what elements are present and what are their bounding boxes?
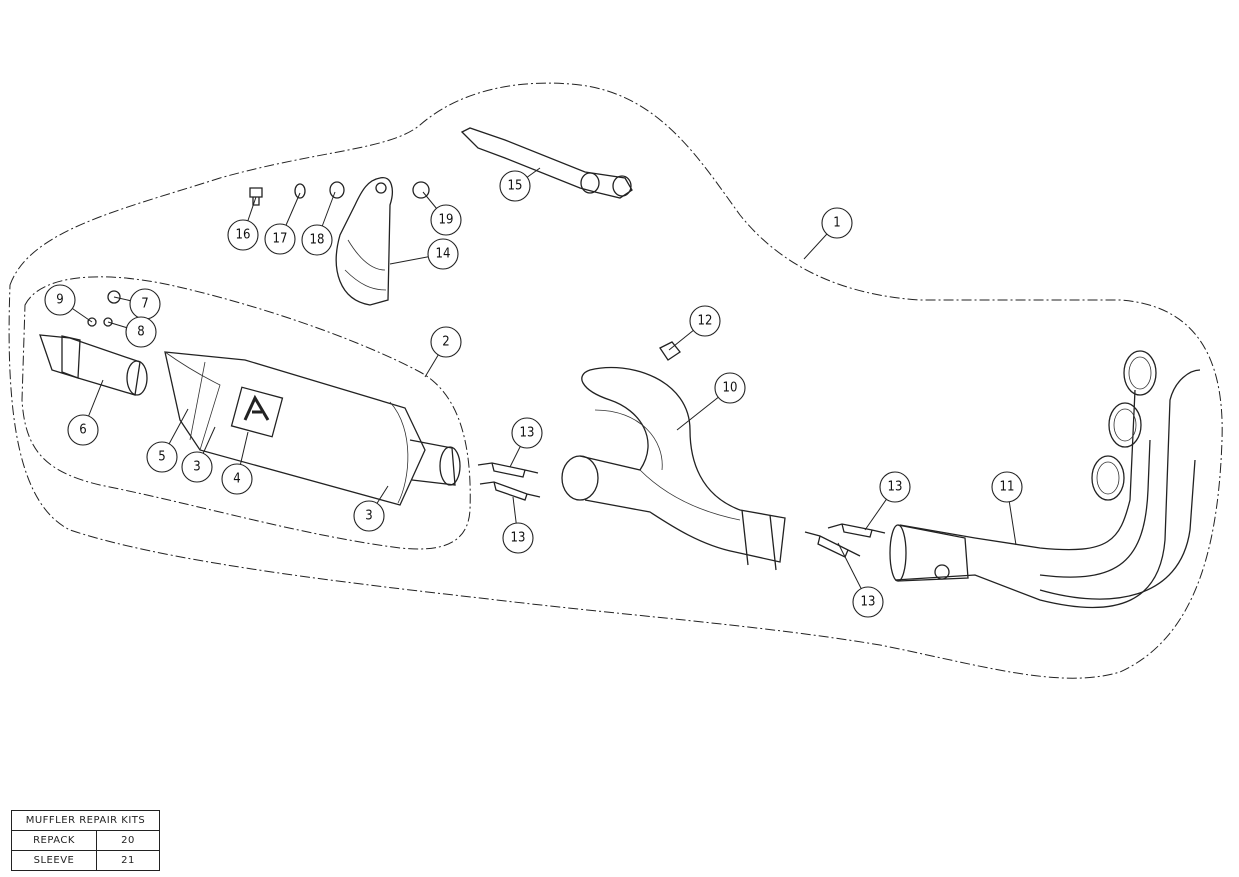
- callout-circle: [879, 471, 911, 503]
- rivet-part: [87, 317, 97, 327]
- callout-bubble: 14: [427, 238, 459, 270]
- callout-bubble: 18: [301, 224, 333, 256]
- callout-circle: [430, 204, 462, 236]
- callout-number: 13: [520, 426, 535, 441]
- bolt-part: [249, 187, 263, 206]
- callout-number: 7: [141, 297, 148, 312]
- callout-circle: [852, 586, 884, 618]
- brand-logo-plate: [230, 386, 284, 438]
- callout-circle: [67, 414, 99, 446]
- callout-circle: [689, 305, 721, 337]
- header-pipes-part: [889, 350, 1201, 608]
- callout-bubble: 8: [125, 316, 157, 348]
- callout-number: 17: [273, 232, 288, 247]
- callout-bubble: 13: [511, 417, 543, 449]
- callout-circle: [146, 441, 178, 473]
- spring-part: [477, 462, 539, 478]
- callout-bubble: 9: [44, 284, 76, 316]
- callout-bubble: 3: [353, 500, 385, 532]
- full-system-boundary: [8, 82, 1223, 679]
- kit-name: SLEEVE: [11, 850, 97, 871]
- callout-circle: [353, 500, 385, 532]
- link-pipe-part: [561, 366, 786, 571]
- callout-bubble: 6: [67, 414, 99, 446]
- callout-bubble: 2: [430, 326, 462, 358]
- kit-name: REPACK: [11, 830, 97, 851]
- nut-part: [412, 181, 430, 199]
- callout-circle: [181, 451, 213, 483]
- muffler-bracket-part: [335, 177, 393, 306]
- spring-part: [804, 531, 861, 558]
- washer-part: [294, 183, 306, 199]
- callout-bubble: 12: [689, 305, 721, 337]
- callout-bubble: 10: [714, 372, 746, 404]
- callout-number: 10: [723, 381, 738, 396]
- callout-circle: [264, 223, 296, 255]
- callout-circle: [427, 238, 459, 270]
- hanger-bracket-part: [460, 127, 633, 199]
- callout-bubble: 15: [499, 170, 531, 202]
- callout-number: 3: [365, 509, 372, 524]
- muffler-body-part: [164, 351, 461, 506]
- spring-part: [827, 523, 886, 538]
- callout-circle: [221, 463, 253, 495]
- callout-circle: [44, 284, 76, 316]
- nut-part: [103, 317, 113, 327]
- callout-number: 12: [698, 314, 713, 329]
- callout-number: 6: [79, 423, 86, 438]
- callout-number: 13: [861, 595, 876, 610]
- callout-bubble: 13: [879, 471, 911, 503]
- callout-circle: [499, 170, 531, 202]
- callout-number: 15: [508, 179, 523, 194]
- callout-bubble: 5: [146, 441, 178, 473]
- callout-circle: [821, 207, 853, 239]
- callout-number: 14: [436, 247, 451, 262]
- callout-bubble: 19: [430, 204, 462, 236]
- callout-circle: [125, 316, 157, 348]
- callout-number: 3: [193, 460, 200, 475]
- callout-bubble: 13: [852, 586, 884, 618]
- callout-bubble: 13: [502, 522, 534, 554]
- callout-bubble: 16: [227, 219, 259, 251]
- callout-bubble: 3: [181, 451, 213, 483]
- callout-number: 11: [1000, 480, 1015, 495]
- kit-ref: 20: [96, 830, 160, 851]
- muffler-repair-kits-table: MUFFLER REPAIR KITS REPACK 20 SLEEVE 21: [11, 810, 160, 871]
- callout-circle: [502, 522, 534, 554]
- callout-number: 2: [442, 335, 449, 350]
- washer-part: [107, 290, 121, 304]
- kit-ref: 21: [96, 850, 160, 871]
- table-title: MUFFLER REPAIR KITS: [11, 810, 160, 831]
- callout-bubble: 7: [129, 288, 161, 320]
- table-row: REPACK 20: [11, 830, 160, 851]
- callout-bubble: 11: [991, 471, 1023, 503]
- rubber-grommet-part: [329, 181, 345, 199]
- callout-number: 9: [56, 293, 63, 308]
- end-cap-part: [39, 334, 148, 396]
- callout-number: 18: [310, 233, 325, 248]
- callout-circle: [227, 219, 259, 251]
- callout-number: 1: [833, 216, 840, 231]
- callout-bubble: 1: [821, 207, 853, 239]
- callout-circle: [301, 224, 333, 256]
- leader-lines: [59, 167, 1017, 603]
- spring-part: [479, 481, 541, 501]
- callout-circle: [430, 326, 462, 358]
- muffler-assembly-boundary: [21, 276, 471, 550]
- clip-part: [659, 341, 681, 361]
- callout-number: 13: [511, 531, 526, 546]
- callout-circle: [511, 417, 543, 449]
- callout-number: 5: [158, 450, 165, 465]
- callout-bubble: 4: [221, 463, 253, 495]
- callout-number: 19: [439, 213, 454, 228]
- callout-bubble: 17: [264, 223, 296, 255]
- callout-circle: [991, 471, 1023, 503]
- callout-number: 16: [236, 228, 251, 243]
- callout-number: 4: [233, 472, 240, 487]
- table-row: SLEEVE 21: [11, 850, 160, 871]
- callout-number: 8: [137, 325, 144, 340]
- callout-circle: [714, 372, 746, 404]
- callout-number: 13: [888, 480, 903, 495]
